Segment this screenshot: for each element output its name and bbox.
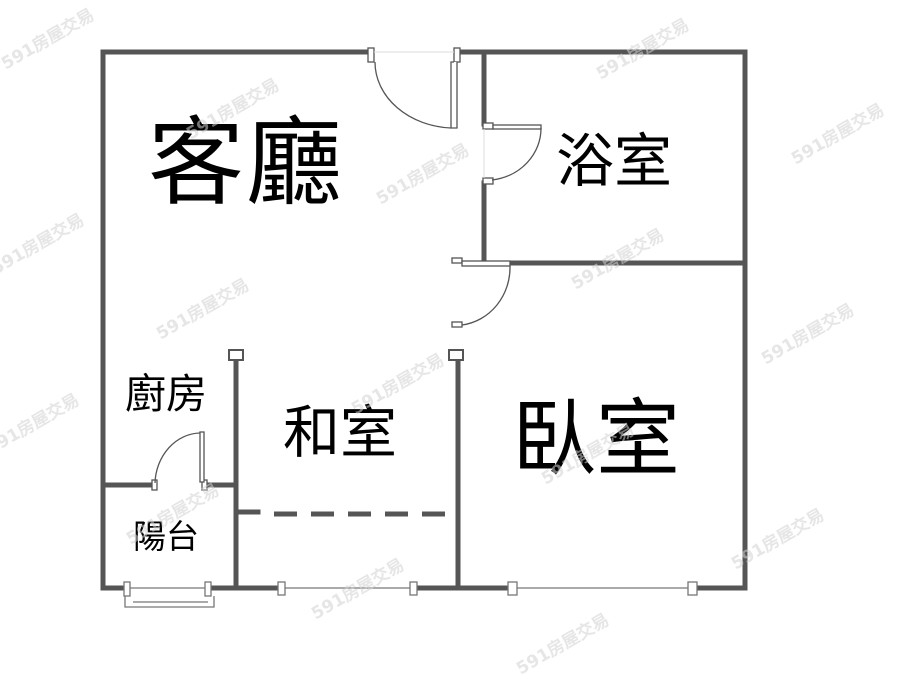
room-label-kitchen: 廚房: [125, 370, 207, 418]
room-label-balcony: 陽台: [133, 517, 199, 556]
room-label-bedroom: 臥室: [512, 390, 681, 488]
room-label-bath: 浴室: [556, 127, 673, 195]
room-label-living: 客廳: [148, 107, 344, 219]
tatami-wall-cap: [228, 349, 244, 361]
windows: [123, 581, 698, 608]
room-label-tatami: 和室: [283, 400, 397, 466]
floor-plan-drawing: [100, 47, 748, 608]
entrance-door: [367, 47, 461, 129]
bath-door: [482, 122, 542, 185]
bedroom-door: [448, 257, 511, 361]
kitchen-door: [151, 431, 208, 491]
